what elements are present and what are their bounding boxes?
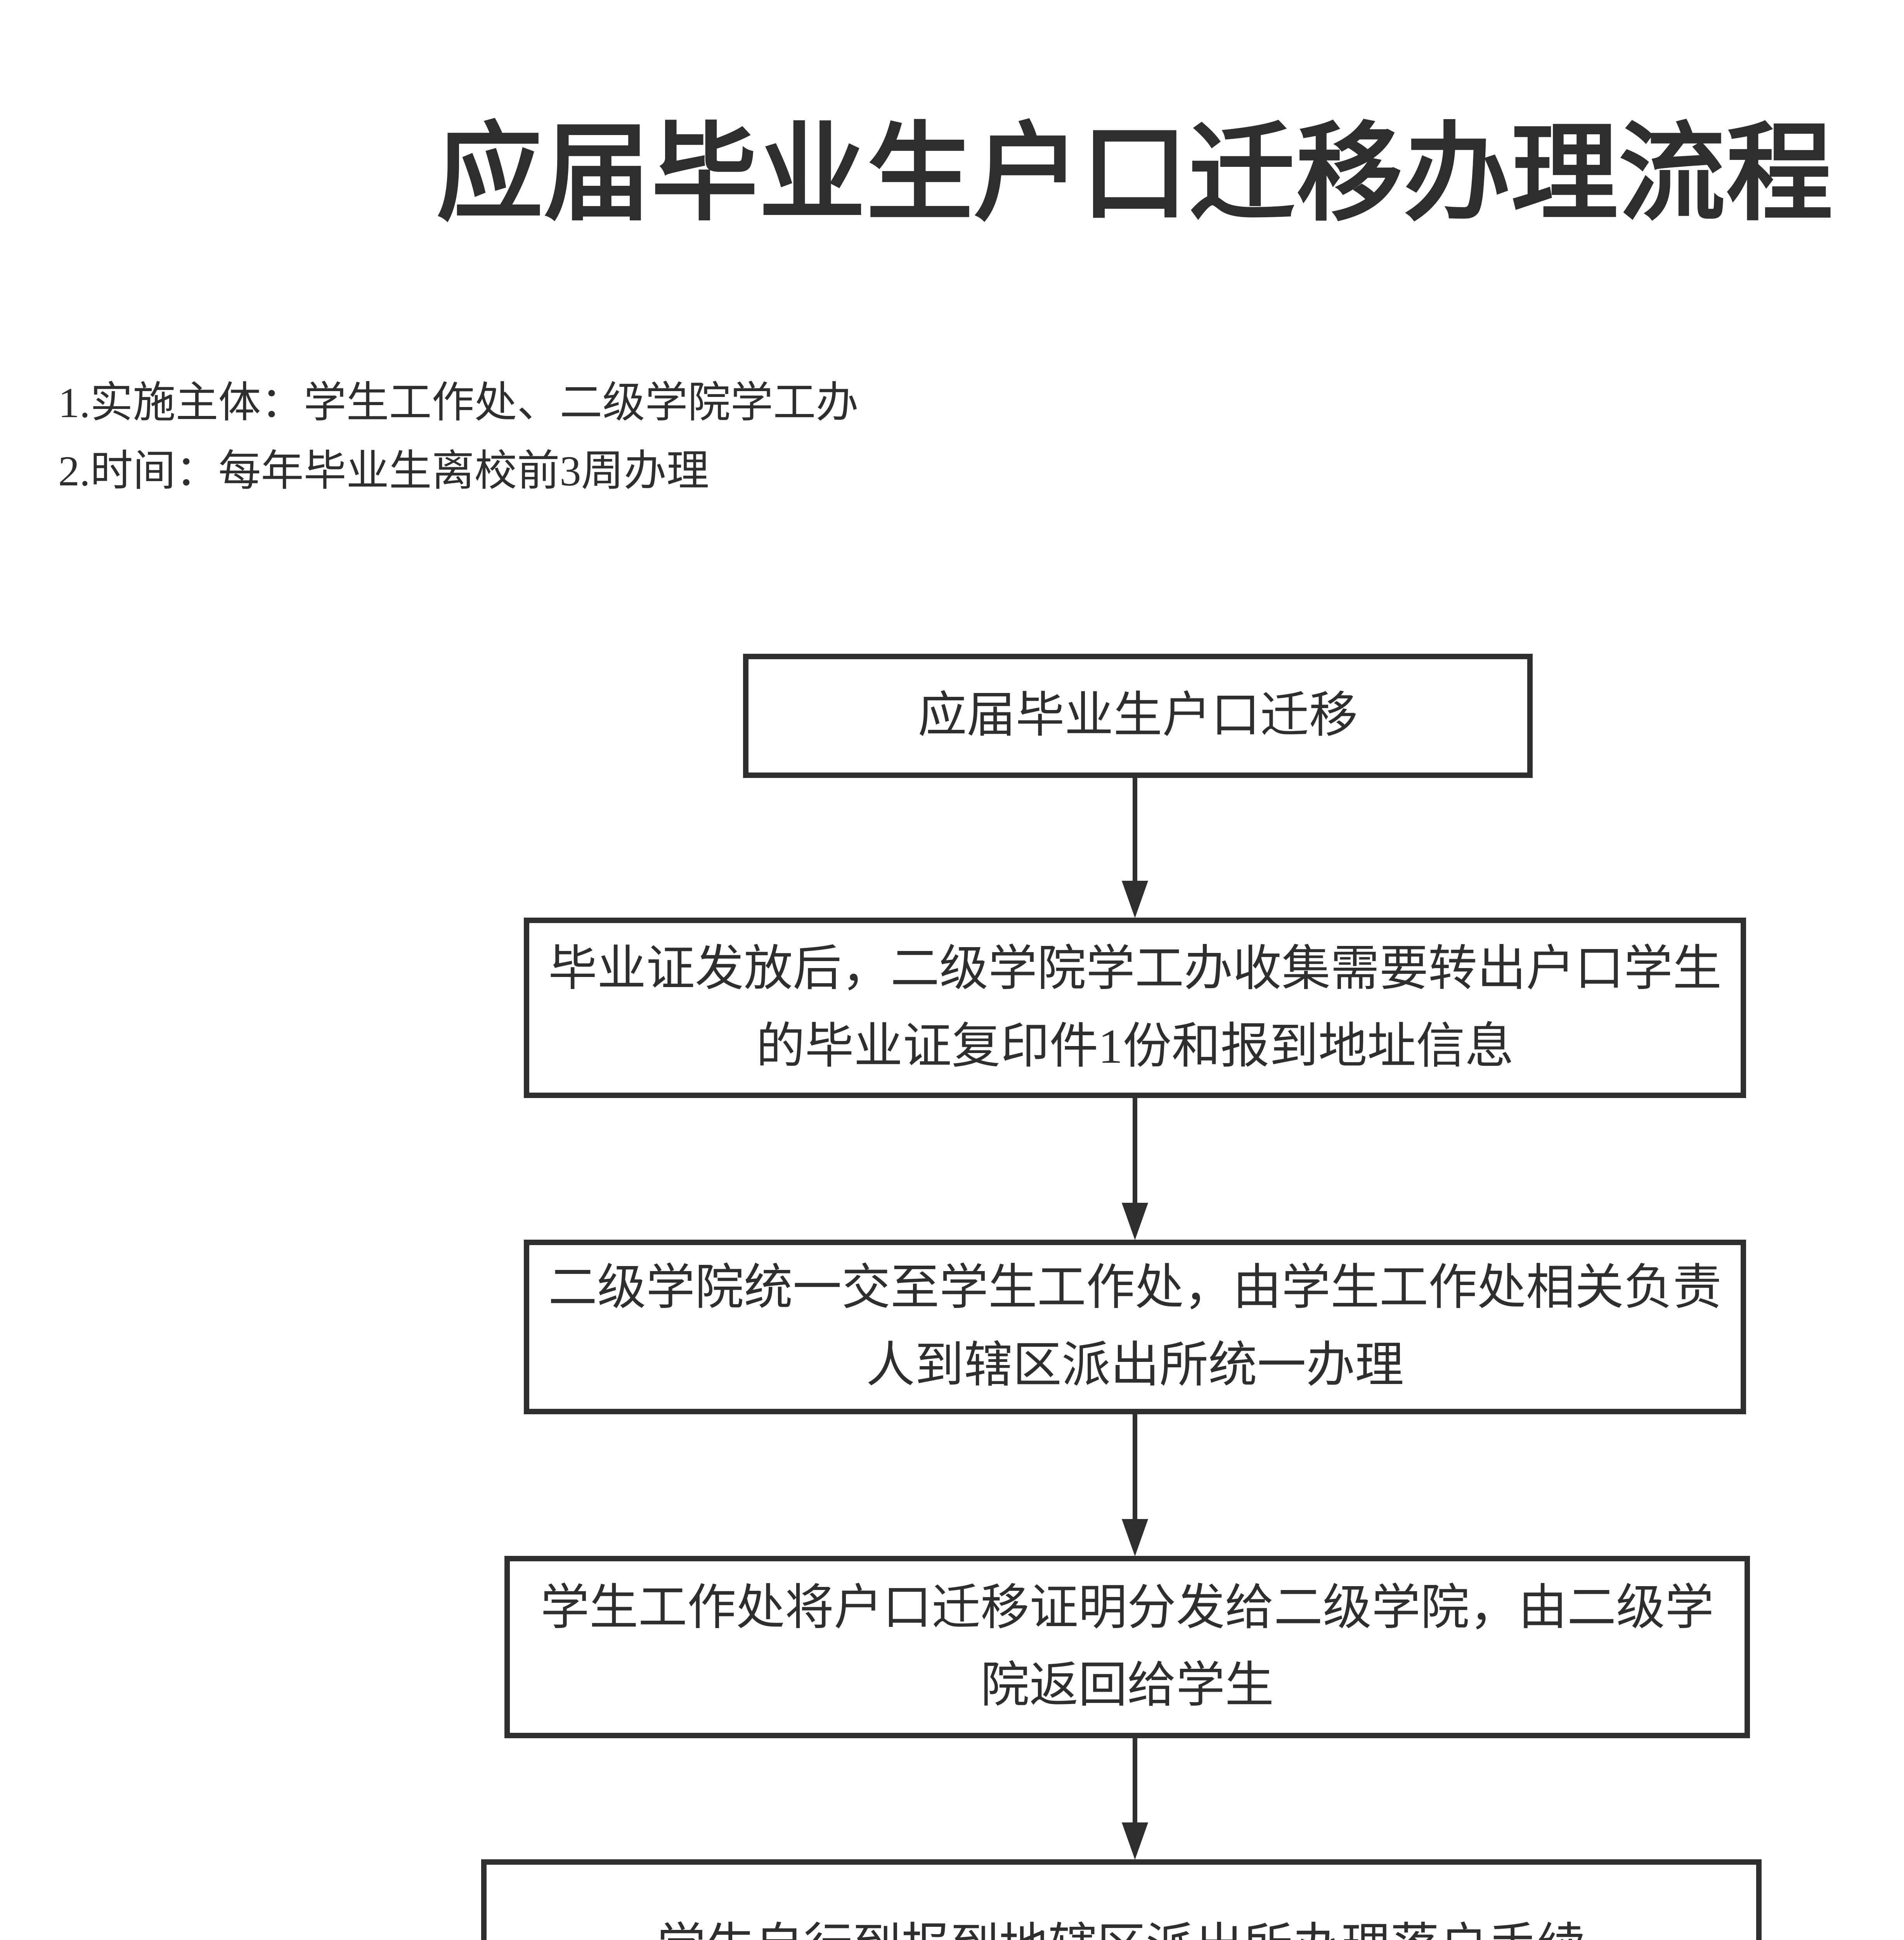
arrow-shaft: [1133, 1738, 1137, 1823]
arrow-head-icon: [1122, 1203, 1148, 1240]
arrow-head-icon: [1122, 1519, 1148, 1556]
flow-box-distribute-certificates: 学生工作处将户口迁移证明分发给二级学院，由二级学 院返回给学生: [504, 1556, 1750, 1738]
arrow-shaft: [1133, 1414, 1137, 1520]
arrow-head-icon: [1122, 1822, 1148, 1860]
arrow-head-icon: [1122, 881, 1148, 918]
flow-box-collect-copies: 毕业证发放后，二级学院学工办收集需要转出户口学生 的毕业证复印件1份和报到地址信…: [524, 918, 1746, 1098]
page-title: 应届毕业生户口迁移办理流程: [436, 116, 1834, 234]
arrow-shaft: [1133, 778, 1137, 882]
flow-box-start: 应届毕业生户口迁移: [743, 654, 1533, 778]
flow-box-start-label: 应届毕业生户口迁移: [918, 689, 1358, 743]
note-time: 2.时间：每年毕业生离校前3周办理: [58, 447, 709, 495]
note-implementing-body: 1.实施主体：学生工作处、二级学院学工办: [58, 379, 859, 426]
flow-box-distribute-certificates-label: 学生工作处将户口迁移证明分发给二级学院，由二级学 院返回给学生: [541, 1581, 1714, 1713]
flow-box-settle-registration: 学生自行到报到地辖区派出所办理落户手续: [481, 1859, 1762, 1940]
flow-box-collect-copies-label: 毕业证发放后，二级学院学工办收集需要转出户口学生 的毕业证复印件1份和报到地址信…: [548, 942, 1722, 1074]
arrow-shaft: [1133, 1098, 1137, 1204]
flow-box-submit-to-office-label: 二级学院统一交至学生工作处，由学生工作处相关负责 人到辖区派出所统一办理: [548, 1261, 1722, 1393]
notes-block: 1.实施主体：学生工作处、二级学院学工办 2.时间：每年毕业生离校前3周办理: [58, 369, 859, 505]
flow-box-settle-registration-label: 学生自行到报到地辖区派出所办理落户手续: [641, 1908, 1601, 1940]
flow-box-submit-to-office: 二级学院统一交至学生工作处，由学生工作处相关负责 人到辖区派出所统一办理: [524, 1240, 1746, 1414]
